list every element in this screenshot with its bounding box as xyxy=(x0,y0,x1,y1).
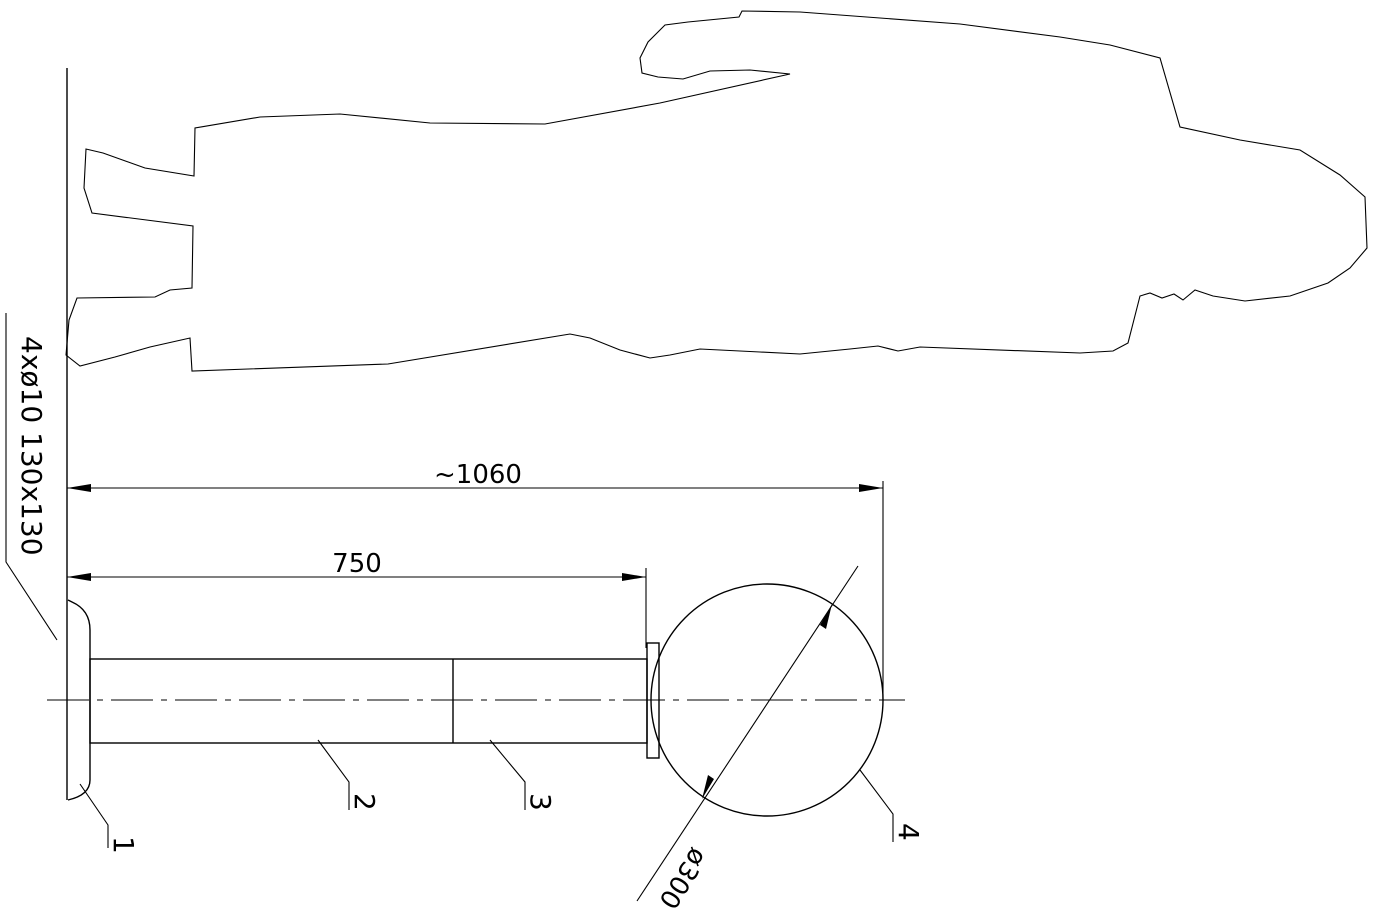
mounting-leader xyxy=(5,313,58,641)
leader-2 xyxy=(317,739,350,810)
dim-arrow-right xyxy=(859,484,883,492)
dim-diameter-text: ø300 xyxy=(652,842,712,911)
dim-overall-text: ~1060 xyxy=(434,460,522,490)
part-label-3: 3 xyxy=(524,793,557,811)
dim-arrow-bar-left xyxy=(67,573,91,581)
dim-arrow-left xyxy=(67,484,91,492)
leader-4 xyxy=(859,769,894,842)
dim-bar-text: 750 xyxy=(332,549,382,579)
dim-arrow-dia-top xyxy=(820,604,832,629)
dim-arrow-bar-right xyxy=(622,573,646,581)
leader-1 xyxy=(79,783,109,848)
part-label-4: 4 xyxy=(892,823,925,841)
dim-arrow-dia-bottom xyxy=(702,775,714,799)
bar-body xyxy=(89,658,648,744)
part-label-1: 1 xyxy=(107,836,140,854)
part-label-2: 2 xyxy=(348,793,381,811)
wall-plate xyxy=(67,599,91,801)
human-silhouette xyxy=(65,10,1368,372)
mounting-spec-label: 4xø10 130x130 xyxy=(15,336,48,556)
leader-3 xyxy=(489,739,526,810)
dim-line-diameter xyxy=(636,565,859,902)
